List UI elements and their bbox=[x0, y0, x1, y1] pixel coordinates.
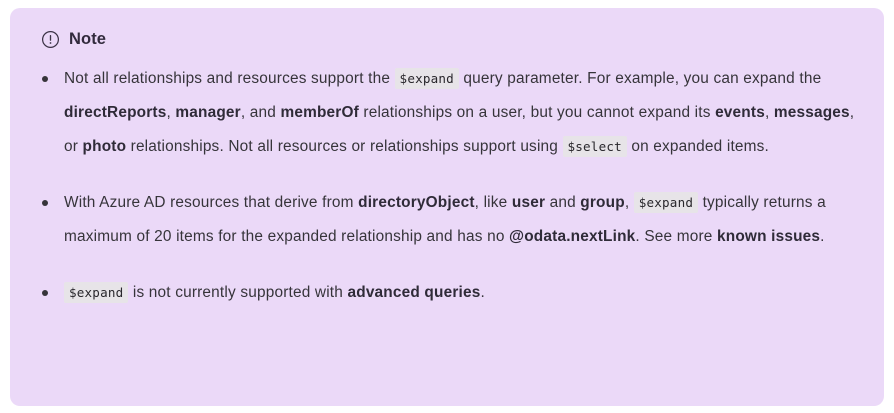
note-callout: Note Not all relationships and resources… bbox=[10, 8, 884, 406]
emphasis-text: manager bbox=[175, 104, 241, 121]
body-text: on expanded items. bbox=[626, 138, 769, 155]
note-bullet-list: Not all relationships and resources supp… bbox=[34, 62, 856, 310]
body-text: , bbox=[166, 104, 176, 121]
body-text: , bbox=[624, 194, 634, 211]
body-text: With Azure AD resources that derive from bbox=[64, 194, 359, 211]
body-text: . bbox=[480, 284, 485, 301]
info-circle-icon bbox=[41, 30, 60, 49]
note-header: Note bbox=[41, 30, 856, 49]
emphasis-text: directReports bbox=[64, 104, 167, 121]
emphasis-text: advanced queries bbox=[347, 284, 481, 301]
emphasis-text: memberOf bbox=[280, 104, 359, 121]
inline-code: $expand bbox=[633, 192, 699, 213]
emphasis-text: events bbox=[715, 104, 765, 121]
emphasis-text: directoryObject bbox=[358, 194, 475, 211]
body-text: . bbox=[820, 228, 825, 245]
list-item: With Azure AD resources that derive from… bbox=[34, 186, 856, 254]
emphasis-text: group bbox=[580, 194, 625, 211]
note-title: Note bbox=[69, 30, 107, 49]
emphasis-text: @odata.nextLink bbox=[509, 228, 636, 245]
bullet-icon bbox=[42, 76, 48, 82]
body-text: , bbox=[764, 104, 774, 121]
bullet-icon bbox=[42, 290, 48, 296]
body-text: , like bbox=[474, 194, 512, 211]
list-item: Not all relationships and resources supp… bbox=[34, 62, 856, 164]
bullet-icon bbox=[42, 200, 48, 206]
body-text: , and bbox=[240, 104, 281, 121]
emphasis-text: photo bbox=[82, 138, 127, 155]
body-text: query parameter. For example, you can ex… bbox=[458, 70, 822, 87]
list-item-text: With Azure AD resources that derive from… bbox=[64, 192, 826, 245]
body-text: and bbox=[545, 194, 581, 211]
inline-code: $expand bbox=[64, 282, 129, 303]
body-text: typically returns a maximum of 20 items … bbox=[64, 194, 826, 245]
body-text: is not currently supported with bbox=[128, 284, 348, 301]
list-item-text: $expand is not currently supported with … bbox=[64, 282, 485, 303]
body-text: Not all relationships and resources supp… bbox=[64, 70, 395, 87]
body-text: . See more bbox=[635, 228, 718, 245]
list-item-text: Not all relationships and resources supp… bbox=[64, 68, 855, 157]
inline-code: $expand bbox=[394, 68, 459, 89]
emphasis-text: user bbox=[511, 194, 546, 211]
body-text: relationships. Not all resources or rela… bbox=[126, 138, 563, 155]
body-text: relationships on a user, but you cannot … bbox=[358, 104, 716, 121]
emphasis-text: known issues bbox=[717, 228, 821, 245]
inline-code: $select bbox=[562, 136, 627, 157]
list-item: $expand is not currently supported with … bbox=[34, 276, 856, 310]
body-text: , or bbox=[64, 104, 855, 155]
emphasis-text: messages bbox=[773, 104, 850, 121]
